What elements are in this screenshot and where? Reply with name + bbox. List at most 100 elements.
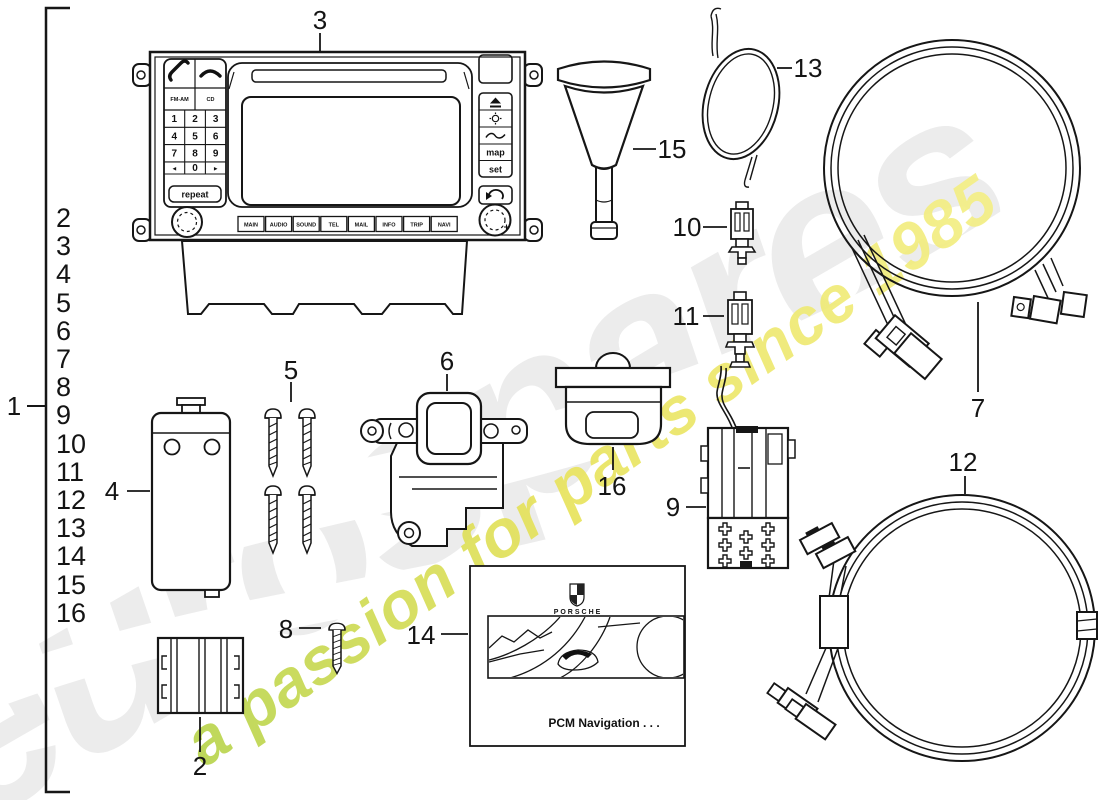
eject-icon bbox=[490, 97, 501, 108]
callout-11: 11 bbox=[673, 301, 700, 331]
blank-button bbox=[478, 54, 513, 84]
part-bracket-6 bbox=[360, 391, 528, 547]
mounting-ears bbox=[132, 63, 543, 242]
porsche-crest-icon bbox=[569, 583, 585, 607]
callouts: 3 15 13 7 10 11 4 5 6 16 9 12 2 8 14 bbox=[105, 5, 985, 781]
part-module-2 bbox=[156, 636, 245, 715]
cd-slot bbox=[251, 69, 447, 83]
part-cable-7 bbox=[823, 39, 1088, 381]
display-panel bbox=[227, 62, 473, 208]
key-left-icon: ◄ bbox=[171, 167, 177, 173]
part-connector-9 bbox=[700, 365, 796, 570]
legend-item: 13 bbox=[56, 513, 86, 543]
road-wave-icon bbox=[485, 132, 506, 139]
callout-12: 12 bbox=[949, 447, 978, 477]
key-right-icon: ► bbox=[213, 167, 219, 173]
key-6: 6 bbox=[213, 132, 219, 143]
connector-12-lower-2 bbox=[784, 697, 837, 741]
key-9: 9 bbox=[213, 149, 219, 160]
part-cable-12 bbox=[766, 494, 1098, 762]
legend-item: 9 bbox=[56, 400, 71, 430]
key-4: 4 bbox=[172, 132, 178, 143]
menu-navi-button: NAVI bbox=[438, 223, 451, 229]
display-screen bbox=[241, 96, 461, 206]
legend-item: 14 bbox=[56, 541, 86, 571]
callout-2: 2 bbox=[193, 751, 207, 781]
part-head-unit: FM-AM CD 1 2 3 4 5 6 7 8 9 ◄ 0 ► repeat bbox=[132, 50, 543, 242]
connector-7-right-mid bbox=[1028, 294, 1062, 325]
part-module-4 bbox=[150, 397, 232, 598]
connector-12-upper-2 bbox=[814, 535, 857, 570]
brightness-icon bbox=[489, 112, 502, 125]
map-button: map bbox=[486, 148, 505, 158]
legend-item: 4 bbox=[56, 259, 71, 289]
legend-item: 7 bbox=[56, 344, 71, 374]
menu-info-button: INFO bbox=[382, 223, 396, 229]
legend-item: 3 bbox=[56, 231, 71, 261]
set-button: set bbox=[489, 165, 502, 175]
callout-14: 14 bbox=[407, 620, 436, 650]
cable-sleeve bbox=[819, 595, 849, 649]
right-button-column: map set bbox=[478, 54, 513, 237]
legend-item: 11 bbox=[56, 457, 84, 487]
phone-answer-icon bbox=[168, 59, 190, 82]
cover-road-scene bbox=[489, 617, 683, 677]
callout-6: 6 bbox=[440, 346, 454, 376]
head-unit-face bbox=[148, 50, 527, 242]
callout-10: 10 bbox=[673, 212, 702, 242]
menu-tel-button: TEL bbox=[329, 223, 340, 229]
connector-7-right-small bbox=[1010, 295, 1032, 320]
key-5: 5 bbox=[192, 132, 198, 143]
return-icon bbox=[486, 189, 504, 200]
manual-title: PCM Navigation . . . bbox=[548, 716, 659, 730]
legend-item: 5 bbox=[56, 288, 71, 318]
key-1: 1 bbox=[172, 114, 178, 125]
callout-3: 3 bbox=[313, 5, 327, 35]
menu-button-row: MAIN AUDIO SOUND TEL MAIL INFO TRIP NAVI bbox=[237, 215, 458, 233]
legend-item: 12 bbox=[56, 485, 86, 515]
callout-15: 15 bbox=[658, 134, 687, 164]
part-ring-antenna bbox=[701, 7, 781, 188]
callout-16: 16 bbox=[598, 471, 627, 501]
key-8: 8 bbox=[192, 149, 198, 160]
menu-main-button: MAIN bbox=[244, 223, 258, 229]
callout-1: 1 bbox=[7, 391, 21, 421]
digit-grid bbox=[164, 110, 226, 175]
connector-7-right-end bbox=[1059, 290, 1088, 319]
legend-item: 8 bbox=[56, 372, 71, 402]
part-pin-10 bbox=[727, 201, 757, 265]
key-3: 3 bbox=[213, 114, 219, 125]
legend-item: 16 bbox=[56, 598, 86, 628]
key-2: 2 bbox=[192, 114, 198, 125]
manual-brand: PORSCHE bbox=[554, 609, 603, 616]
part-pin-11 bbox=[724, 291, 756, 368]
part-storage-tray bbox=[180, 240, 469, 315]
cd-button: CD bbox=[207, 97, 215, 103]
phone-end-icon bbox=[199, 69, 222, 78]
callout-5: 5 bbox=[284, 355, 298, 385]
menu-trip-button: TRIP bbox=[410, 223, 423, 229]
callout-8: 8 bbox=[279, 614, 293, 644]
callout-9: 9 bbox=[666, 492, 680, 522]
repeat-button: repeat bbox=[181, 190, 208, 200]
part-funnel-antenna bbox=[556, 60, 652, 240]
legend-item: 6 bbox=[56, 316, 71, 346]
key-7: 7 bbox=[172, 149, 178, 160]
menu-sound-button: SOUND bbox=[296, 223, 316, 229]
part-manual-14: PORSCHE PCM Navigation . . . bbox=[469, 565, 686, 747]
menu-mail-button: MAIL bbox=[355, 223, 369, 229]
legend-item: 15 bbox=[56, 570, 86, 600]
key-0: 0 bbox=[192, 163, 198, 174]
legend-bracket: 1 2 3 4 5 6 7 8 9 10 11 12 13 14 15 16 bbox=[7, 6, 86, 794]
left-knob bbox=[171, 206, 203, 238]
menu-audio-button: AUDIO bbox=[270, 223, 288, 229]
keypad-panel: FM-AM CD 1 2 3 4 5 6 7 8 9 ◄ 0 ► repeat bbox=[163, 58, 227, 238]
legend-item: 2 bbox=[56, 203, 71, 233]
callout-4: 4 bbox=[105, 476, 119, 506]
legend-items: 2 3 4 5 6 7 8 9 10 11 12 13 14 15 16 bbox=[56, 203, 86, 628]
fm-am-button: FM-AM bbox=[170, 97, 189, 103]
callout-13: 13 bbox=[794, 53, 823, 83]
right-knob bbox=[478, 203, 512, 237]
